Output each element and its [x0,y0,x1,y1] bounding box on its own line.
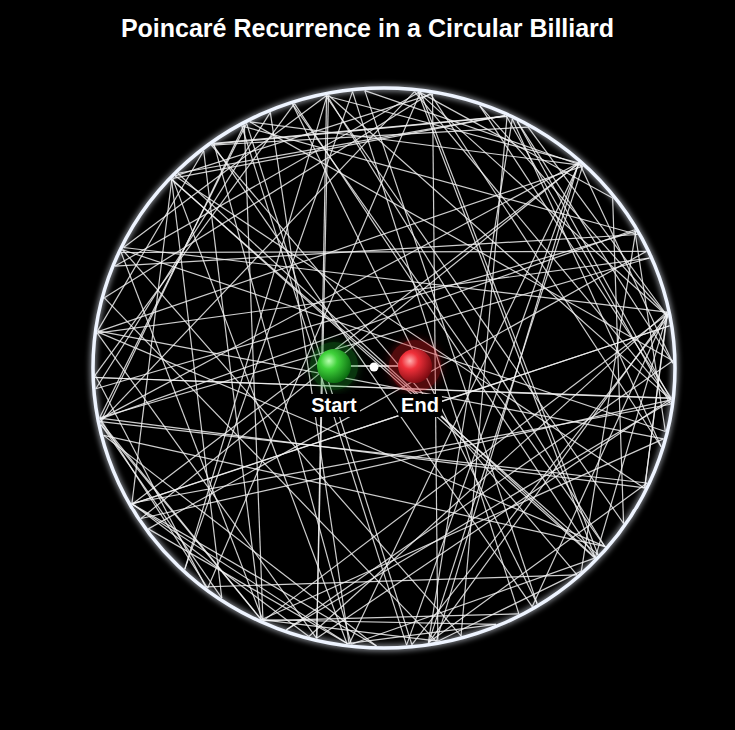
trajectory-chord [104,298,436,642]
ball-label: Start [308,394,360,417]
trajectory-chord [115,234,637,266]
trajectory-chord [100,422,261,620]
trajectory-chord [96,231,636,388]
end-ball [398,349,432,383]
trajectory-chord [100,418,208,588]
trajectory-chord [418,92,668,317]
trajectory-chord [148,529,347,644]
trajectory-chord [326,96,580,163]
trajectory-chord [595,314,667,558]
trajectory-chord [517,121,671,400]
trajectory-chord [124,96,327,248]
trajectory-chord [428,119,512,643]
trajectory-chord [121,252,263,620]
trajectory-chord [95,375,206,587]
trajectory-chords [95,91,673,646]
trajectory-chord [480,106,668,317]
trajectory-chord [412,317,668,645]
trajectory-chord [365,91,537,604]
trajectory-chord [97,258,649,333]
trajectory-chord [115,92,419,266]
trajectory-chord [132,326,670,504]
trajectory-chord [206,575,577,587]
trajectory-chord [261,620,495,625]
start-ball-glow [310,342,358,390]
trajectory-chord [211,145,577,575]
trajectory-chord [178,173,595,557]
trajectory-chord [436,163,578,642]
trajectory-chord [175,176,645,488]
billiard-table-rim [93,88,675,648]
trajectory-chord [100,418,645,488]
trajectory-chord [294,104,595,558]
trajectory-chord [528,127,668,317]
trajectory-chord [242,126,407,645]
trajectory-chord [148,251,646,528]
trajectory-chord [211,127,528,145]
origin-dot [370,363,379,372]
trajectory-chord [95,377,671,398]
trajectory-chord [428,483,647,643]
trajectory-chord [645,312,667,488]
trajectory-chord [645,314,668,489]
trajectory-chord [242,126,638,234]
trajectory-chord [95,377,671,398]
trajectory-chord [132,326,670,504]
trajectory-chord [480,106,672,398]
trajectory-chord [293,104,538,604]
trajectory-chord [132,504,348,644]
trajectory-chord [438,571,581,641]
trajectory-chord [317,398,672,638]
trajectory-chord [132,163,579,504]
trajectory-chord [418,92,595,558]
trajectory-chord [104,435,606,546]
trajectory-chord [100,123,247,417]
diagram-title: Poincaré Recurrence in a Circular Billia… [121,14,614,43]
trajectory-chord [98,331,664,439]
start-ball [317,349,351,383]
trajectory-chord [175,94,432,176]
end-ball-glow [389,340,441,392]
ball-label: End [398,394,442,417]
trajectory-chord [351,558,595,644]
